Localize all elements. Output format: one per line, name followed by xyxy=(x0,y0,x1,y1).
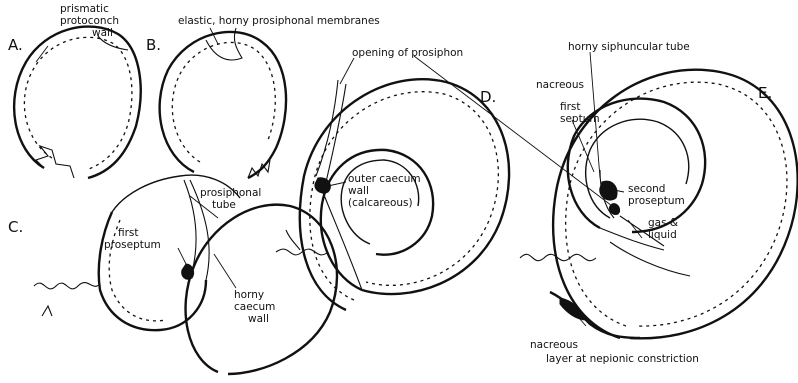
label-line: first xyxy=(118,227,139,239)
label-gas-liquid: gas & liquid xyxy=(648,217,678,241)
label-line: wall xyxy=(348,185,369,197)
label-elastic-membranes: elastic, horny prosiphonal membranes xyxy=(178,15,380,27)
label-prismatic-protoconch-wall: prismatic protoconch wall xyxy=(60,3,119,39)
label-line: wall xyxy=(248,313,269,325)
label-opening-of-prosiphon: opening of prosiphon xyxy=(352,47,463,59)
label-nacreous-layer: nacreous layer at nepionic constriction xyxy=(530,339,699,365)
label-line: wall xyxy=(92,27,113,39)
panel-label-b: B. xyxy=(146,36,161,54)
label-line: liquid xyxy=(648,229,677,241)
label-first-proseptum: first proseptum xyxy=(104,227,161,251)
label-line: outer caecum xyxy=(348,173,421,185)
label-line: proseptum xyxy=(628,195,685,207)
panel-b-protoconch xyxy=(160,28,286,178)
label-line: gas & xyxy=(648,217,678,229)
leader-lines xyxy=(36,28,642,326)
label-line: prosiphonal xyxy=(200,187,261,199)
label-outer-caecum-wall: outer caecum wall (calcareous) xyxy=(348,173,421,209)
label-nacreous: nacreous xyxy=(536,79,584,91)
label-line: prismatic xyxy=(60,3,109,15)
label-second-proseptum: second proseptum xyxy=(628,183,685,207)
label-prosiphonal-tube: prosiphonal tube xyxy=(200,187,261,211)
panel-label-e: E. xyxy=(758,84,772,102)
label-horny-caecum-wall: horny caecum wall xyxy=(234,289,275,325)
panel-c-first-whorl xyxy=(34,175,337,374)
panel-a-protoconch xyxy=(14,27,141,178)
label-horny-siphuncular-tube: horny siphuncular tube xyxy=(568,41,690,53)
label-line: protoconch xyxy=(60,15,119,27)
panel-label-c: C. xyxy=(8,218,23,236)
label-line: proseptum xyxy=(104,239,161,251)
panel-d-spiral xyxy=(276,79,509,310)
label-line: first xyxy=(560,101,581,113)
label-line: (calcareous) xyxy=(348,197,413,209)
label-line: second xyxy=(628,183,665,195)
panel-label-a: A. xyxy=(8,36,23,54)
label-line: layer at nepionic constriction xyxy=(546,353,699,365)
label-line: septum xyxy=(560,113,600,125)
label-line: caecum xyxy=(234,301,275,313)
label-first-septum: first septum xyxy=(560,101,600,125)
label-line: tube xyxy=(212,199,236,211)
panel-label-d: D. xyxy=(480,88,496,106)
label-line: nacreous xyxy=(530,339,578,351)
label-line: horny xyxy=(234,289,264,301)
